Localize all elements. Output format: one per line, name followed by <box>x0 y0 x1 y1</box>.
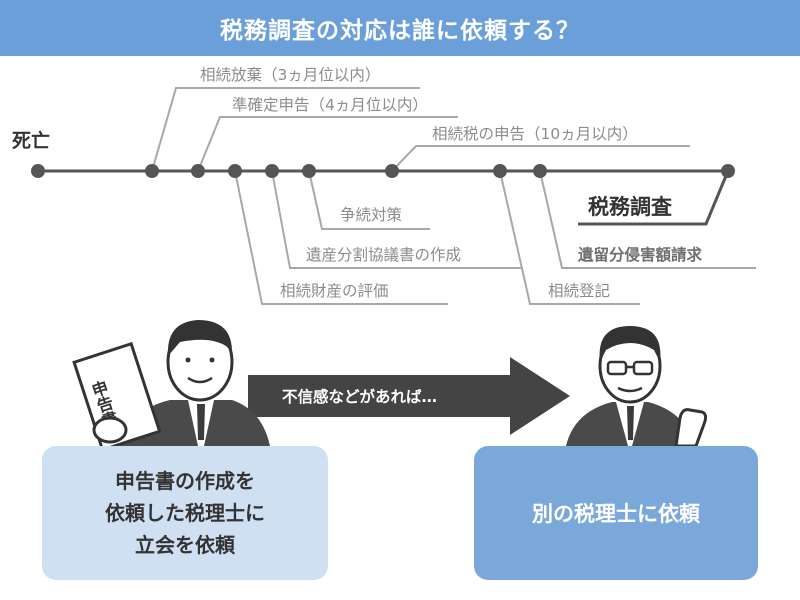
highlight-tax-audit: 税務調査 <box>588 195 672 219</box>
branch-line-reserved-portion <box>539 170 756 269</box>
eye <box>185 357 191 363</box>
hair <box>599 326 661 362</box>
branch-line-tax-return <box>391 145 690 172</box>
timeline-dot <box>228 164 242 178</box>
page-title: 税務調査の対応は誰に依頼する？ <box>0 0 800 56</box>
option-line: 申告書の作成を <box>115 469 255 493</box>
branch-line-asset-valuation <box>234 170 448 305</box>
timeline-dot <box>493 164 507 178</box>
event-label-division-agreement: 遺産分割協議書の作成 <box>306 246 461 264</box>
event-label-tax-return: 相続税の申告（10ヵ月以内） <box>432 125 638 143</box>
event-label-registration: 相続登記 <box>548 282 610 300</box>
event-label-dispute-measures: 争続対策 <box>340 206 402 224</box>
other-accountant-figure <box>566 326 708 448</box>
arrow-label: 不信感などがあれば… <box>282 387 437 406</box>
timeline-dot <box>31 164 45 178</box>
mouth <box>617 386 643 393</box>
timeline-dot <box>533 164 547 178</box>
event-label-reserved-portion: 遺留分侵害額請求 <box>577 245 703 264</box>
branch-line-renunciation <box>151 87 420 172</box>
raised-hand <box>674 408 708 448</box>
option-box-other-accountant: 別の税理士に依頼 <box>474 446 758 580</box>
necktie <box>627 406 634 440</box>
timeline-start-label: 死亡 <box>12 129 50 152</box>
event-label-quasi-final-return: 準確定申告（4ヵ月位以内） <box>232 96 428 114</box>
branch-line-tax-audit <box>578 170 730 226</box>
timeline-dot <box>385 164 399 178</box>
option-line: 依頼した税理士に <box>105 501 265 525</box>
option-text: 別の税理士に依頼 <box>532 502 700 526</box>
option-line: 立会を依頼 <box>135 533 235 557</box>
timeline-dots <box>31 164 735 178</box>
hand <box>92 416 128 444</box>
accountant-figure: 申告書 <box>72 320 270 452</box>
branch-line-dispute-measures <box>308 170 430 230</box>
eye <box>209 357 215 363</box>
hair <box>167 320 232 356</box>
arrow-shape <box>248 357 570 435</box>
timeline-dot <box>145 164 159 178</box>
event-label-renunciation: 相続放棄（3ヵ月位以内） <box>200 66 380 84</box>
timeline-dot <box>191 164 205 178</box>
timeline-dot <box>721 164 735 178</box>
event-label-asset-valuation: 相続財産の評価 <box>280 282 389 300</box>
timeline-dot <box>302 164 316 178</box>
branch-line-registration <box>499 170 640 305</box>
branch-line-quasi-final-return <box>197 116 458 172</box>
branch-line-division-agreement <box>271 170 522 269</box>
smile <box>187 376 213 384</box>
option-box-same-accountant: 申告書の作成を 依頼した税理士に 立会を依頼 <box>42 446 328 580</box>
timeline-dot <box>265 164 279 178</box>
necktie <box>197 404 205 440</box>
